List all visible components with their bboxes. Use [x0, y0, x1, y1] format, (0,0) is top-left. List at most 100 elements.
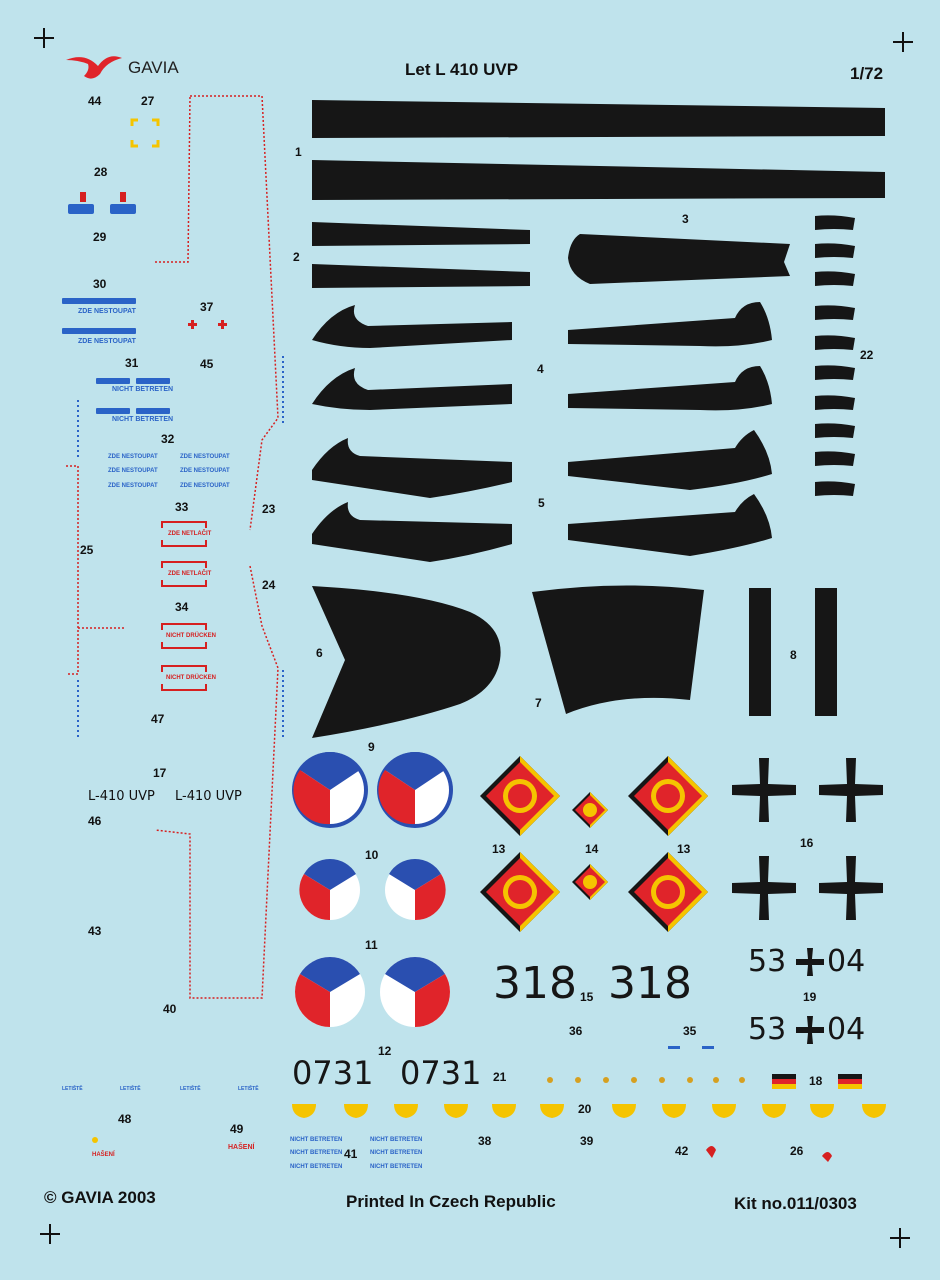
label-26: 26 [790, 1144, 804, 1158]
label-7: 7 [535, 696, 542, 710]
decal-41-text-6: NICHT BETRETEN [370, 1164, 423, 1170]
decal-41-text-5: NICHT BETRETEN [290, 1164, 343, 1170]
label-19: 19 [803, 990, 817, 1004]
label-20: 20 [578, 1102, 592, 1116]
decal-27-marks [130, 118, 160, 148]
decal-7-shape [532, 585, 704, 714]
decal-32-text-5: ZDE NESTOUPAT [108, 483, 158, 489]
label-22: 22 [860, 348, 874, 362]
decal-17-type-right: L-410 UVP [175, 789, 242, 804]
decal-19-code-top-left: 53 [748, 944, 787, 979]
label-49: 49 [230, 1122, 244, 1136]
decal-31-bar-4 [136, 408, 170, 414]
label-40: 40 [163, 1002, 177, 1016]
gavia-logo-icon [66, 56, 122, 79]
label-33: 33 [175, 500, 189, 514]
label-15: 15 [580, 990, 594, 1004]
decal-11-roundels [295, 957, 450, 1027]
label-8: 8 [790, 648, 797, 662]
decal-22-strips [815, 215, 855, 496]
decal-1-stripe-top [312, 100, 885, 138]
decal-30-text-2: ZDE NESTOUPAT [78, 338, 136, 345]
label-43: 43 [88, 924, 102, 938]
decal-41-text-4: NICHT BETRETEN [370, 1150, 423, 1156]
brand-name: GAVIA [128, 58, 179, 77]
label-34: 34 [175, 600, 189, 614]
decal-6-shape [312, 586, 501, 738]
decal-31-bar-2 [136, 378, 170, 384]
label-12: 12 [378, 1044, 392, 1058]
decal-23-24-outline [190, 95, 279, 531]
label-35: 35 [683, 1024, 697, 1038]
decal-32-text-2: ZDE NESTOUPAT [180, 454, 230, 460]
decal-16-crosses [732, 758, 883, 920]
label-45: 45 [200, 357, 214, 371]
label-28: 28 [94, 165, 108, 179]
decal-41-text-2: NICHT BETRETEN [370, 1137, 423, 1143]
decal-33-text-2: ZDE NETLAČIT [168, 571, 212, 577]
decal-letiste-2: LETIŠTĚ [120, 1086, 141, 1092]
label-25: 25 [80, 543, 94, 557]
decal-30-bar-2 [62, 328, 136, 334]
label-6: 6 [316, 646, 323, 660]
decal-19-code-bottom-right: 04 [827, 1012, 866, 1047]
footer-kit-number: Kit no.011/0303 [734, 1194, 857, 1213]
decal-letiste-4: LETIŠTĚ [238, 1086, 259, 1092]
decal-41-text-1: NICHT BETRETEN [290, 1137, 343, 1143]
decal-31-text-1: NICHT BETRETEN [112, 386, 174, 393]
decal-letiste-1: LETIŠTĚ [62, 1086, 83, 1092]
label-11: 11 [365, 938, 378, 952]
label-32: 32 [161, 432, 175, 446]
label-21: 21 [493, 1070, 507, 1084]
label-9: 9 [368, 740, 375, 754]
decal-small-dots [547, 1077, 745, 1083]
decal-12-serial-left: 0731 [292, 1054, 374, 1092]
decal-41-text-3: NICHT BETRETEN [290, 1150, 343, 1156]
decal-19-code-top-right: 04 [827, 944, 866, 979]
label-31: 31 [125, 356, 139, 370]
decal-31-bar-3 [96, 408, 130, 414]
label-41: 41 [344, 1147, 358, 1161]
decal-30-text-1: ZDE NESTOUPAT [78, 308, 136, 315]
decal-19-code-bottom-left: 53 [748, 1012, 787, 1047]
label-3: 3 [682, 212, 689, 226]
decal-28-badges [68, 192, 136, 214]
label-2: 2 [293, 250, 300, 264]
label-5: 5 [538, 496, 545, 510]
decal-15-serial-left: 318 [493, 958, 577, 1009]
label-46: 46 [88, 814, 102, 828]
label-30: 30 [93, 277, 107, 291]
label-18: 18 [809, 1074, 823, 1088]
label-13a: 13 [492, 842, 506, 856]
decal-34-text-1: NICHT DRÜCKEN [166, 633, 216, 639]
sheet-scale: 1/72 [850, 64, 884, 83]
label-47: 47 [151, 712, 165, 726]
decal-31-text-2: NICHT BETRETEN [112, 416, 174, 423]
decal-12-serial-right: 0731 [400, 1054, 482, 1092]
decal-49-text: HAŠENÍ [228, 1144, 255, 1151]
label-38: 38 [478, 1134, 492, 1148]
decal-2-stripe-top [312, 222, 530, 246]
decal-31-bar-1 [96, 378, 130, 384]
decal-32-text-3: ZDE NESTOUPAT [108, 468, 158, 474]
footer-printed: Printed In Czech Republic [346, 1192, 556, 1211]
label-24: 24 [262, 578, 276, 592]
label-16: 16 [800, 836, 814, 850]
decal-8-left-bar [749, 588, 771, 716]
label-10: 10 [365, 848, 379, 862]
decal-letiste-3: LETIŠTĚ [180, 1086, 201, 1092]
decal-9-roundels [292, 752, 453, 828]
label-37: 37 [200, 300, 214, 314]
label-1: 1 [295, 145, 302, 159]
label-27: 27 [141, 94, 155, 108]
label-4: 4 [537, 362, 544, 376]
decal-15-serial-right: 318 [608, 958, 692, 1009]
decal-5-shapes [312, 430, 772, 562]
label-39: 39 [580, 1134, 594, 1148]
footer-copyright: © GAVIA 2003 [44, 1188, 156, 1207]
decal-48-text: HAŠENÍ [92, 1152, 115, 1158]
label-29: 29 [93, 230, 107, 244]
decal-34-text-2: NICHT DRÜCKEN [166, 675, 216, 681]
label-48: 48 [118, 1112, 132, 1126]
